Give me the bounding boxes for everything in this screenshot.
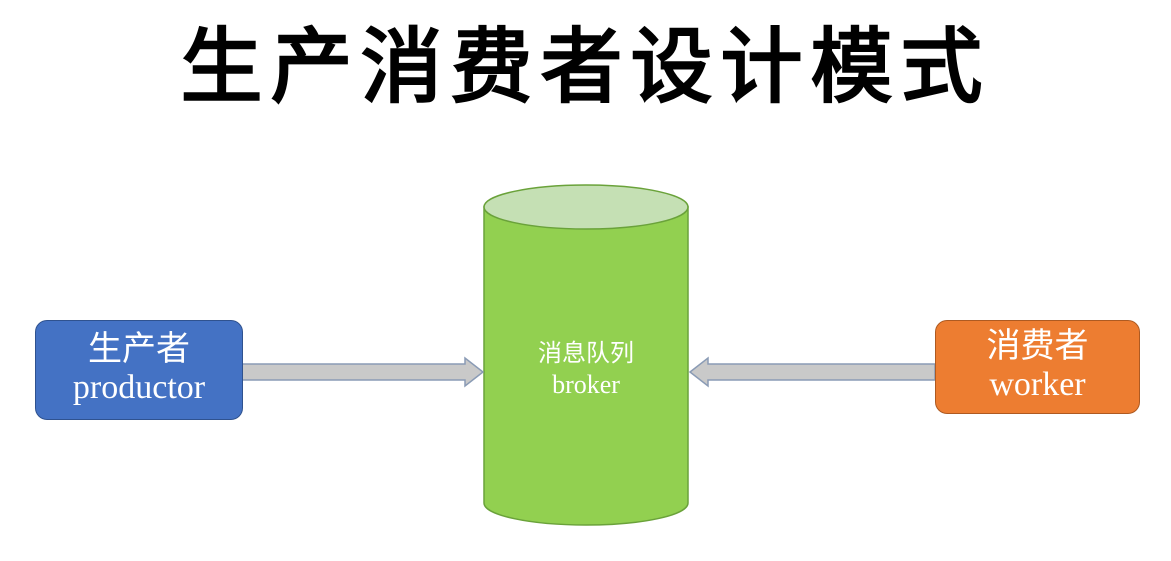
producer-label-cn: 生产者 <box>88 328 190 369</box>
message-queue-cylinder <box>483 184 689 526</box>
consumer-to-queue-arrow <box>688 356 936 388</box>
producer-box: 生产者 productor <box>35 320 243 420</box>
producer-label-en: productor <box>72 369 206 407</box>
queue-label-en: broker <box>552 370 620 400</box>
cylinder-top <box>483 184 689 230</box>
cylinder-body <box>483 206 689 526</box>
message-queue-label: 消息队列 broker <box>484 338 688 400</box>
queue-label-cn: 消息队列 <box>538 339 634 367</box>
diagram-title: 生产消费者设计模式 <box>180 19 991 115</box>
consumer-box: 消费者 worker <box>935 320 1140 414</box>
consumer-label-en: worker <box>989 366 1086 404</box>
producer-to-queue-arrow <box>241 356 485 388</box>
consumer-label-cn: 消费者 <box>986 325 1089 366</box>
